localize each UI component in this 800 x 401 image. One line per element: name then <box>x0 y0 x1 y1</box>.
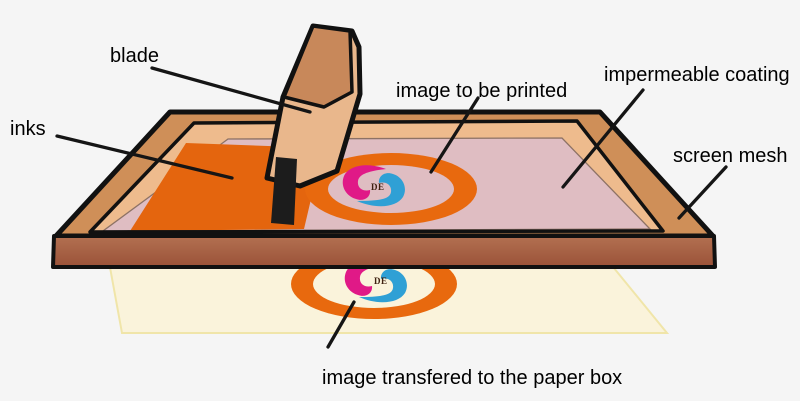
leader-line-inks <box>55 134 234 180</box>
squeegee-rubber <box>271 157 297 225</box>
label-impermeable-coating: impermeable coating <box>604 64 790 86</box>
transferred-logo-text: DE <box>374 276 388 286</box>
frame-opening-outline <box>88 119 665 234</box>
leader-line-screen-mesh <box>677 165 728 220</box>
frame-front-face <box>51 234 717 269</box>
blade-top-face <box>282 24 354 109</box>
label-image-transferred: image transfered to the paper box <box>322 367 622 389</box>
leader-line-image-transferred <box>326 300 356 349</box>
leader-line-impermeable-coating <box>561 88 645 189</box>
leader-line-blade <box>150 66 312 114</box>
leader-line-image-printed <box>429 96 480 174</box>
printed-logo-text: DE <box>371 182 385 192</box>
label-screen-mesh: screen mesh <box>673 145 788 167</box>
label-inks: inks <box>10 118 46 140</box>
label-blade: blade <box>110 45 159 67</box>
transferred-logo-ring-inner <box>313 260 435 308</box>
label-image-to-be-printed: image to be printed <box>396 80 567 102</box>
